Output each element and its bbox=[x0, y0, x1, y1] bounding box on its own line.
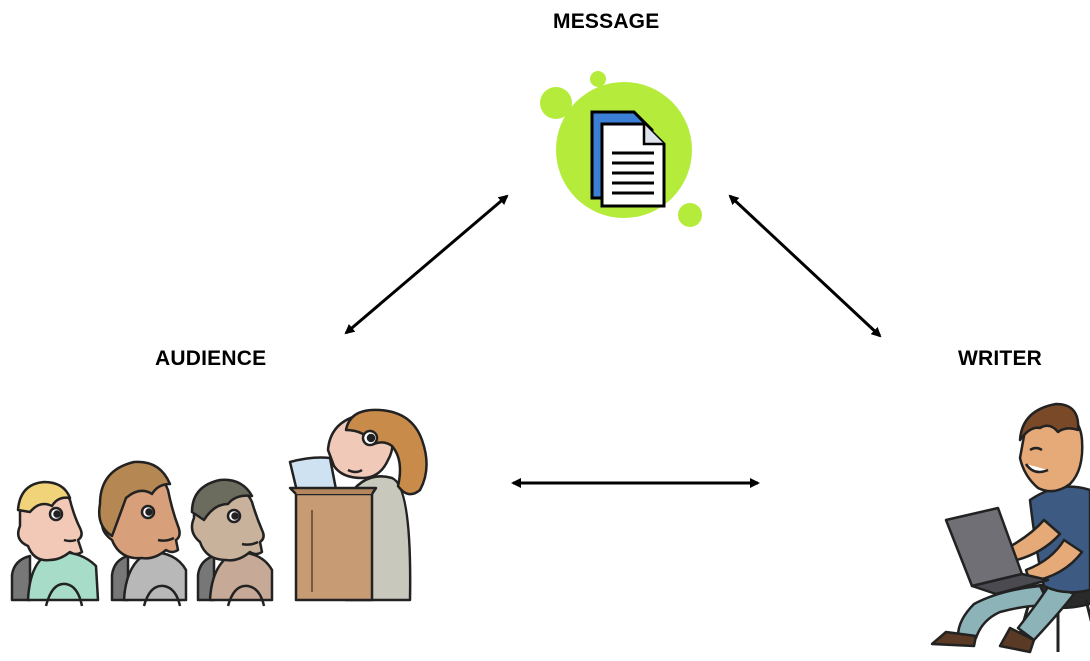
message-label: MESSAGE bbox=[553, 10, 660, 33]
speaker-at-podium bbox=[288, 408, 428, 602]
arrow-audience-message bbox=[344, 194, 509, 335]
audience-member-2 bbox=[98, 460, 188, 607]
writer-label: WRITER bbox=[958, 347, 1043, 370]
document-icon bbox=[540, 71, 702, 227]
audience-member-1 bbox=[10, 480, 100, 607]
audience-label: AUDIENCE bbox=[155, 347, 267, 370]
writer-with-laptop-illustration bbox=[930, 402, 1090, 654]
audience-illustration bbox=[10, 408, 428, 607]
audience-member-3 bbox=[190, 478, 274, 607]
arrow-message-writer bbox=[728, 194, 882, 338]
